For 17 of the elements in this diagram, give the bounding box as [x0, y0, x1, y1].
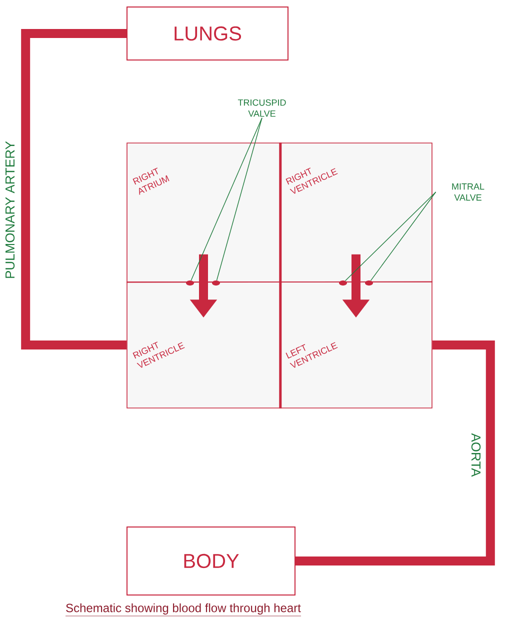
valve-label: MITRAL VALVE — [452, 183, 484, 201]
leader-line — [370, 192, 436, 281]
leader-line — [190, 118, 262, 281]
blood-vessel — [21, 29, 127, 350]
edge-label: PULMONARY ARTERY — [4, 140, 16, 280]
organ-box: LUNGS — [126, 6, 288, 60]
organ-box: BODY — [126, 526, 296, 596]
blood-vessel — [296, 340, 495, 566]
valve-label: TRICUSPID VALVE — [238, 99, 286, 117]
valve-mark — [212, 280, 220, 286]
leader-line — [344, 192, 436, 282]
valve-mark — [365, 280, 373, 286]
caption: Schematic showing blood flow through heart — [65, 603, 302, 616]
edge-label: AORTA — [470, 432, 482, 478]
valve-mark — [339, 280, 347, 286]
valve-mark — [186, 280, 194, 286]
leader-line — [216, 118, 262, 281]
